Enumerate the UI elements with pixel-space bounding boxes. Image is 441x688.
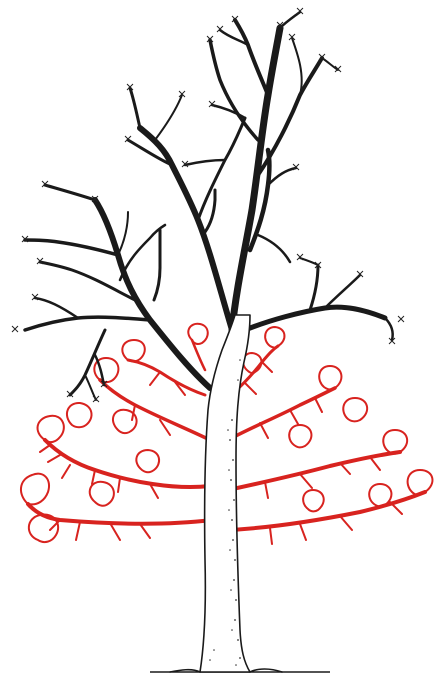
branch-upper-left-e (212, 105, 245, 118)
branch-far-left-j (85, 375, 96, 400)
regrowth-lobe (21, 474, 49, 505)
cut-mark (12, 326, 18, 332)
branch-far-left-a (25, 240, 118, 255)
branch-upper-left-f (155, 95, 182, 140)
branch-far-left-b (45, 185, 95, 200)
branch-right-b (325, 275, 360, 308)
branch-right-c (385, 318, 393, 340)
branch-top-right-3 (292, 38, 302, 95)
regrowth-lobe (67, 403, 92, 427)
regrowth-twigs (245, 362, 402, 544)
branch-stub (154, 230, 160, 300)
regrowth-lobe (122, 340, 144, 361)
regrowth-lobe (319, 366, 341, 389)
branch-far-left-g (120, 225, 165, 280)
regrowth-branch-right-high (228, 388, 335, 440)
cut-mark (297, 254, 303, 260)
bare-branches (25, 12, 393, 400)
regrowth-lobe (343, 398, 367, 421)
branch-right (245, 307, 385, 330)
branch-mid-right-b (258, 235, 290, 262)
regrowth-lobe (289, 425, 311, 447)
regrowth-lobe (408, 470, 433, 495)
regrowth-lobe (29, 515, 58, 542)
branch-upper-left-b (130, 88, 140, 128)
cut-marks (12, 8, 404, 402)
regrowth-lobe (136, 450, 159, 472)
cut-mark (398, 316, 404, 322)
regrowth-lobe (383, 430, 407, 454)
branch-leader-fork (235, 20, 268, 95)
branch-upper-left-c (198, 118, 245, 220)
branch-far-left-h (35, 298, 78, 318)
trunk-outline (200, 315, 250, 672)
regrowth-lobe (265, 327, 284, 348)
regrowth-lobe (369, 484, 391, 506)
branch-upper-left-d (185, 160, 225, 165)
regrowth-branch-left-top (128, 360, 205, 395)
branch-right-a (310, 265, 318, 310)
regrowth-branch-right-main (228, 492, 425, 530)
regrowth-lobe (38, 416, 64, 442)
branch-far-left-i (118, 212, 128, 255)
branch-far-left-c (25, 317, 150, 330)
regrowth-branch-left-upper (45, 440, 210, 487)
branch-top-right-2 (280, 12, 300, 28)
regrowth-lobe (90, 482, 114, 506)
regrowth-lobe (303, 490, 324, 511)
branch-far-left-e (70, 330, 105, 395)
cut-mark (93, 396, 99, 402)
branch-mid-right-a (268, 168, 296, 185)
